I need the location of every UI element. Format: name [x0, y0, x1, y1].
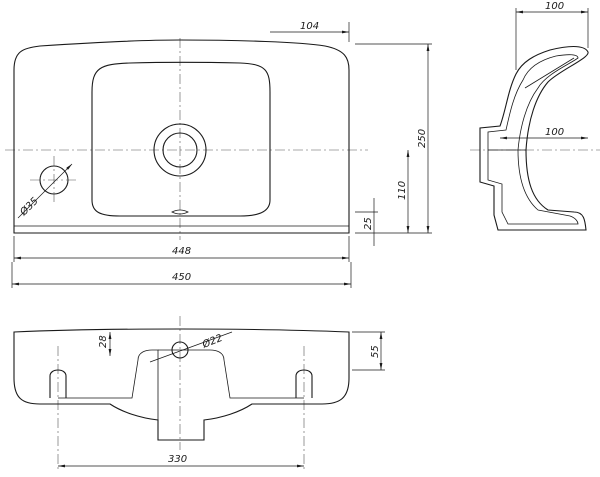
dim-25-label: 25 [363, 217, 374, 230]
dim-100-side-label: 100 [545, 127, 564, 138]
side-view: 100 100 [470, 1, 600, 231]
dim-450-label: 450 [172, 272, 191, 283]
drain-outer-circle [153, 123, 207, 177]
dim-448-label: 448 [172, 246, 191, 257]
dim-100-top-label: 100 [545, 1, 564, 12]
front-right-bolt-slot [295, 369, 313, 398]
side-profile-outer [479, 45, 589, 231]
drain-inner-circle [162, 132, 198, 168]
dim-dia35-leader [17, 163, 73, 219]
basin-outer-outline [13, 39, 350, 234]
dim-104-label: 104 [300, 21, 319, 32]
basin-inner-bowl [91, 61, 271, 217]
front-outer-outline [13, 328, 350, 441]
dim-250-label: 250 [417, 129, 428, 148]
dim-dia22-leader [149, 331, 233, 363]
dim-55-label: 55 [370, 345, 381, 358]
side-profile-inner [487, 54, 579, 225]
dim-28-label: 28 [98, 335, 109, 348]
front-left-bolt-slot [49, 369, 67, 398]
dim-110-label: 110 [397, 181, 408, 200]
side-overflow-channel [524, 57, 575, 89]
dim-330-label: 330 [168, 454, 187, 465]
dim-dia22-label: Ø22 [200, 332, 225, 351]
top-view: Ø35 104 250 110 25 448 450 [5, 21, 432, 288]
overflow-slot [171, 209, 189, 215]
front-drain-hole [171, 341, 189, 359]
front-bowl-line [58, 349, 304, 420]
front-view: Ø22 28 55 330 [13, 316, 385, 470]
